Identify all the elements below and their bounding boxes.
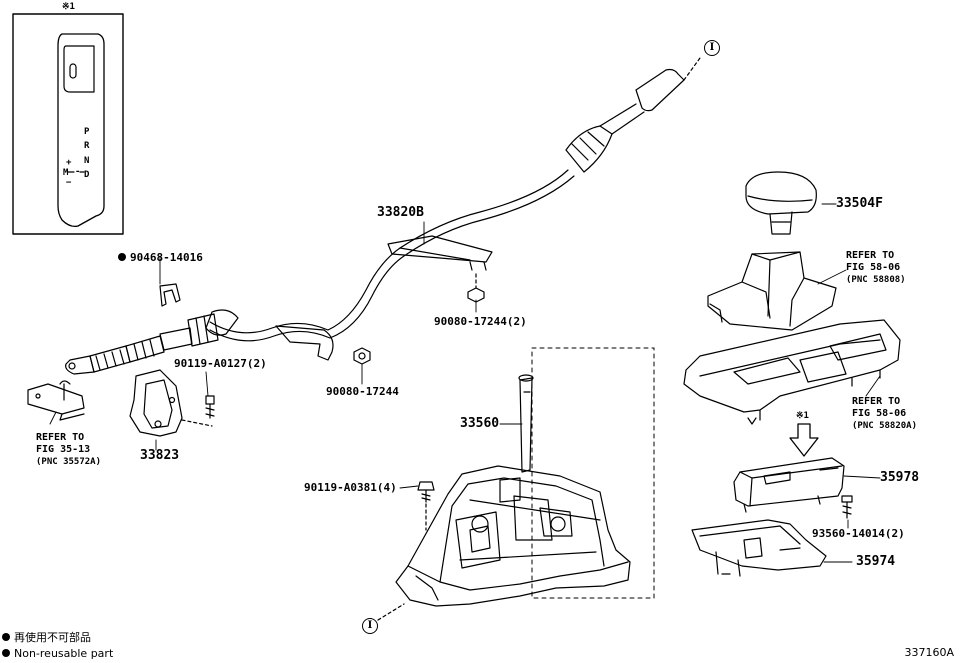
refer-line: FIG 58-06 bbox=[852, 408, 907, 419]
shift-minus: − bbox=[66, 178, 72, 188]
console-panel bbox=[683, 319, 901, 425]
part-90080-17244-2: 90080-17244(2) bbox=[434, 315, 527, 328]
refer-note-58808: REFER TO FIG 58-06 (PNC 58808) bbox=[846, 250, 906, 286]
part-33823: 33823 bbox=[140, 448, 180, 463]
part-33560: 33560 bbox=[460, 416, 500, 431]
part-90119-A0127: 90119-A0127(2) bbox=[174, 357, 267, 370]
mount-plate bbox=[27, 380, 85, 421]
leader-lines bbox=[49, 203, 881, 563]
refer-line: REFER TO bbox=[846, 250, 895, 261]
non-reusable-dot-icon bbox=[2, 649, 10, 657]
non-reusable-dot-icon bbox=[2, 633, 10, 641]
part-35978: 35978 bbox=[880, 470, 920, 485]
indicator-housing-35974 bbox=[691, 519, 827, 577]
figure-id: 337160A bbox=[904, 646, 954, 659]
refer-note-35-13: REFER TO FIG 35-13 (PNC 35572A) bbox=[36, 432, 101, 468]
shift-dash: - bbox=[75, 167, 81, 177]
inset-mark: ※1 bbox=[62, 2, 75, 12]
shift-cable-assembly bbox=[65, 57, 701, 375]
refer-line: (PNC 58820A) bbox=[852, 421, 918, 431]
shift-letter-n: N bbox=[84, 156, 90, 166]
shift-m: M bbox=[63, 168, 69, 178]
refer-line: REFER TO bbox=[36, 432, 85, 443]
refer-line: (PNC 35572A) bbox=[36, 457, 102, 467]
legend-jp-text: 再使用不可部品 bbox=[14, 631, 91, 644]
connection-marker-top: I bbox=[704, 40, 720, 56]
part-33504F: 33504F bbox=[836, 196, 883, 211]
shift-letter-p: P bbox=[84, 127, 90, 137]
position-indicator-35978 bbox=[733, 457, 845, 513]
refer-line: FIG 58-06 bbox=[846, 262, 901, 273]
ref-mark-arrow: ※1 bbox=[796, 411, 809, 421]
part-90468-14016: 90468-14016 bbox=[118, 252, 203, 264]
connection-marker-bottom: I bbox=[362, 618, 378, 634]
part-93560-14014: 93560-14014(2) bbox=[812, 527, 905, 540]
legend-en-text: Non-reusable part bbox=[14, 647, 114, 660]
part-90468-label: 90468-14016 bbox=[130, 251, 203, 264]
part-35974: 35974 bbox=[856, 554, 896, 569]
refer-line: REFER TO bbox=[852, 396, 901, 407]
shift-boot bbox=[707, 251, 837, 331]
dashed-group-box bbox=[531, 347, 655, 599]
down-arrow-icon bbox=[789, 423, 819, 457]
shift-plus: + bbox=[66, 158, 72, 168]
screw-93560 bbox=[841, 495, 853, 519]
shift-letter-d: D bbox=[84, 170, 90, 180]
part-90080-17244: 90080-17244 bbox=[326, 385, 399, 398]
shift-panel-inset bbox=[12, 13, 124, 235]
non-reusable-dot-icon bbox=[118, 253, 126, 261]
legend-jp: 再使用不可部品 bbox=[2, 631, 91, 645]
shift-lever-33560 bbox=[377, 347, 655, 621]
part-90119-A0381: 90119-A0381(4) bbox=[304, 481, 397, 494]
refer-line: (PNC 58808) bbox=[846, 275, 906, 285]
shift-letter-r: R bbox=[84, 141, 90, 151]
refer-note-58820A: REFER TO FIG 58-06 (PNC 58820A) bbox=[852, 396, 917, 432]
cable-bracket-33823 bbox=[129, 369, 215, 437]
refer-line: FIG 35-13 bbox=[36, 444, 91, 455]
shift-knob-33504F bbox=[745, 171, 817, 235]
part-33820B: 33820B bbox=[377, 205, 424, 220]
legend-en: Non-reusable part bbox=[2, 647, 113, 661]
